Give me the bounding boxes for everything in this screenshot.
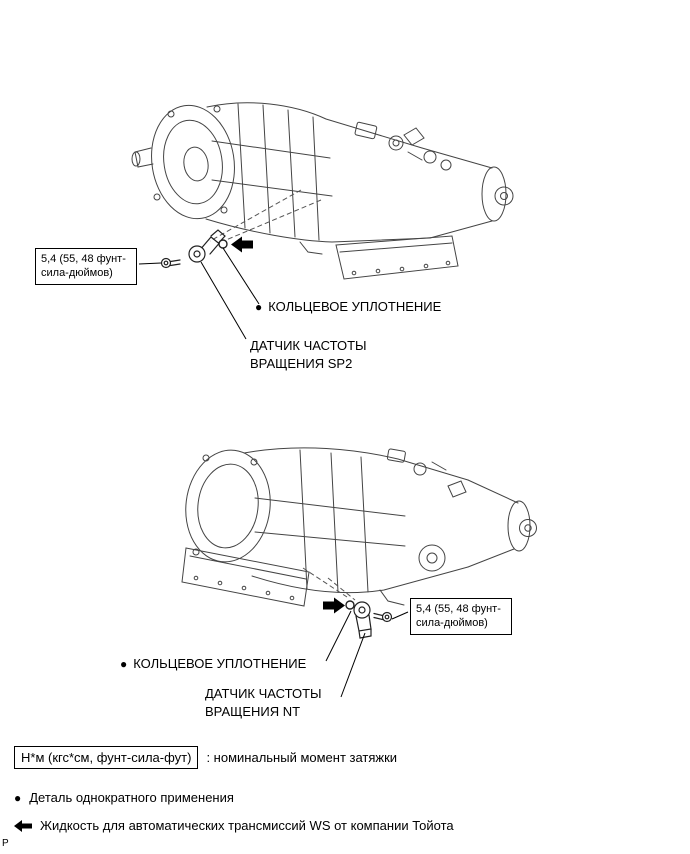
fluid-text: Жидкость для автоматических трансмиссий … — [40, 818, 454, 833]
transmission-illustration-top — [131, 102, 514, 340]
torque-spec-callout: 5,4 (55, 48 фунт- сила-дюймов) — [35, 248, 137, 285]
o-ring-label-text: КОЛЬЦЕВОЕ УПЛОТНЕНИЕ — [133, 656, 307, 671]
speed-sensor-part — [160, 229, 226, 269]
single-use-text: Деталь однократного применения — [29, 790, 234, 805]
fluid-arrow-icon — [14, 819, 32, 832]
figure-speed-sensor-nt: 5,4 (55, 48 фунт- сила-дюймов) ● КОЛЬЦЕВ… — [0, 400, 690, 730]
o-ring-label-text: КОЛЬЦЕВОЕ УПЛОТНЕНИЕ — [268, 299, 442, 314]
o-ring-label: ● КОЛЬЦЕВОЕ УПЛОТНЕНИЕ — [255, 298, 441, 316]
torque-spec-callout: 5,4 (55, 48 фунт- сила-дюймов) — [410, 598, 512, 635]
speed-sensor-label: ДАТЧИК ЧАСТОТЫ ВРАЩЕНИЯ SP2 — [250, 338, 367, 372]
transmission-art — [131, 102, 514, 280]
speed-sensor-label: ДАТЧИК ЧАСТОТЫ ВРАЩЕНИЯ NT — [205, 686, 322, 720]
o-ring-part — [218, 239, 228, 249]
leader-lines — [138, 247, 260, 340]
legend-fluid-row: Жидкость для автоматических трансмиссий … — [14, 818, 454, 833]
torque-units-key-box: Н*м (кгс*см, фунт-сила-фут) — [14, 746, 199, 769]
single-use-bullet-icon: ● — [14, 790, 22, 805]
locator-dashed-lines — [302, 567, 356, 601]
transmission-illustration-bottom — [181, 447, 537, 698]
fluid-arrow-icon — [231, 236, 253, 253]
speed-sensor-part — [353, 601, 393, 639]
transmission-art — [181, 447, 537, 607]
single-use-bullet-icon: ● — [120, 657, 128, 672]
torque-units-desc: : номинальный момент затяжки — [206, 750, 398, 765]
fluid-arrow-icon — [323, 597, 345, 614]
o-ring-part — [345, 600, 355, 610]
single-use-bullet-icon: ● — [255, 300, 263, 315]
locator-dashed-lines — [209, 189, 322, 242]
figure-speed-sensor-sp2: 5,4 (55, 48 фунт- сила-дюймов) ● КОЛЬЦЕВ… — [0, 40, 690, 400]
page-footer-mark: P — [2, 838, 9, 849]
legend-torque-row: Н*м (кгс*см, фунт-сила-фут) : номинальны… — [14, 746, 397, 769]
legend-single-use-row: ● Деталь однократного применения — [14, 790, 234, 805]
leader-lines — [325, 610, 409, 698]
o-ring-label: ● КОЛЬЦЕВОЕ УПЛОТНЕНИЕ — [120, 655, 306, 673]
